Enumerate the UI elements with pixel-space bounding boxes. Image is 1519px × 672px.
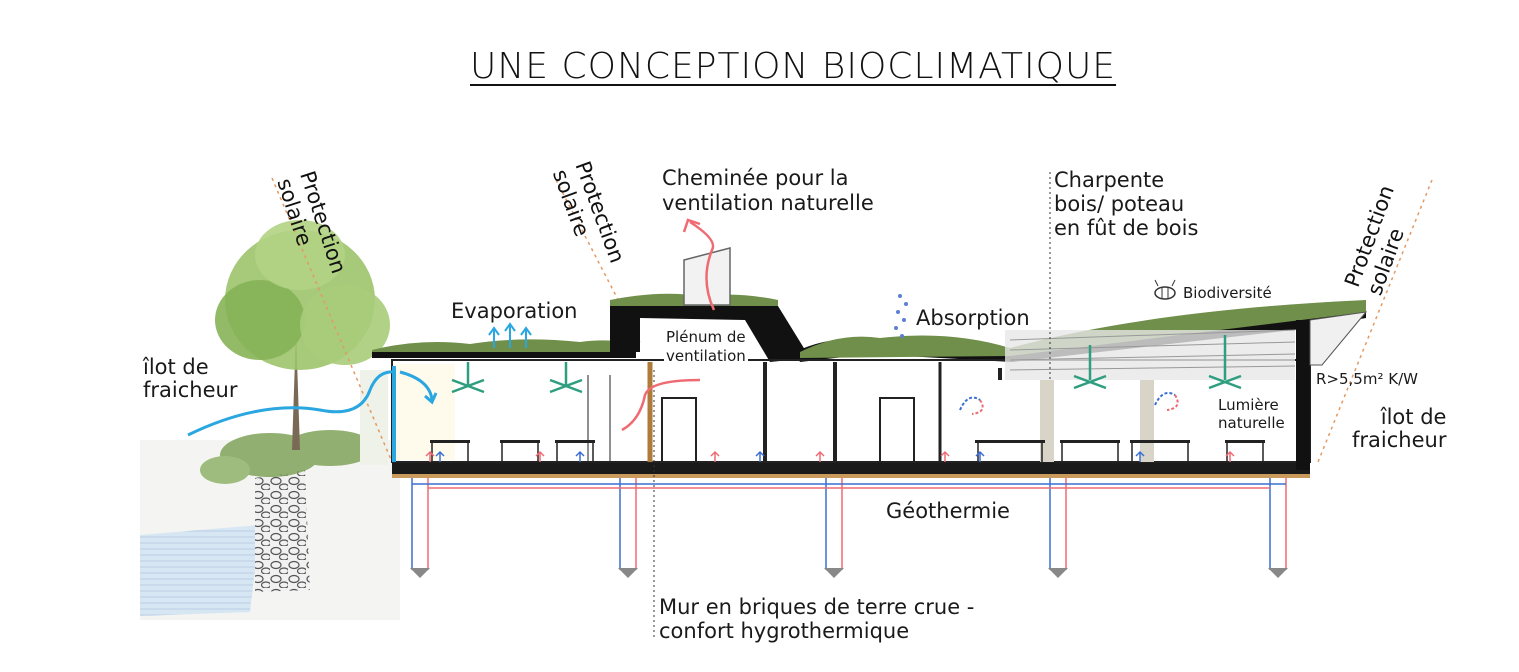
ilot-fraicheur-left-label: îlot de fraicheur [143,355,238,402]
mur-terre-crue-label: Mur en briques de terre crue - confort h… [659,595,975,643]
geothermie-label: Géothermie [882,499,1014,523]
warm-air-flow [621,378,701,432]
right-facade [1296,320,1310,470]
bee-icon [1154,279,1176,300]
timber-post [1140,380,1154,462]
gabion-stones [255,470,310,592]
geothermal-probes [411,478,1287,570]
air-loops [959,392,1179,415]
leader-lines [653,172,1051,640]
charpente-label: Charpente bois/ poteau en fût de bois [1054,168,1199,240]
cheminee-label: Cheminée pour la ventilation naturelle [662,166,874,215]
evaporation-arrows [488,322,532,348]
absorption-label: Absorption [916,306,1030,330]
fresh-air-flow [187,370,396,437]
plenum-label: Plénum de ventilation [664,328,748,366]
lumiere-naturelle-label: Lumière naturelle [1218,396,1285,432]
chimney-roof [610,300,810,362]
floor-slab [392,462,1310,474]
ilot-fraicheur-right-label: îlot de fraicheur [1352,405,1447,452]
sun-angle-lines [271,177,1433,463]
probe-tips [410,568,1288,578]
fan-icon [451,335,1242,394]
cold-air-arrow-icon [435,450,1145,462]
biodiversite-label: Biodiversité [1183,284,1272,302]
chair-legs [431,443,1264,462]
chair-icon [430,440,1265,443]
resistance-label: R>5,5m² K/W [1316,370,1418,388]
warm-air-arrow-icon [425,450,1235,462]
page-title: UNE CONCEPTION BIOCLIMATIQUE [470,46,1117,87]
rain-drops-icon [894,294,908,338]
tree-icon [215,220,390,450]
pond-water [140,525,260,616]
ceiling-battens [1009,329,1296,371]
evaporation-label: Evaporation [451,299,578,323]
